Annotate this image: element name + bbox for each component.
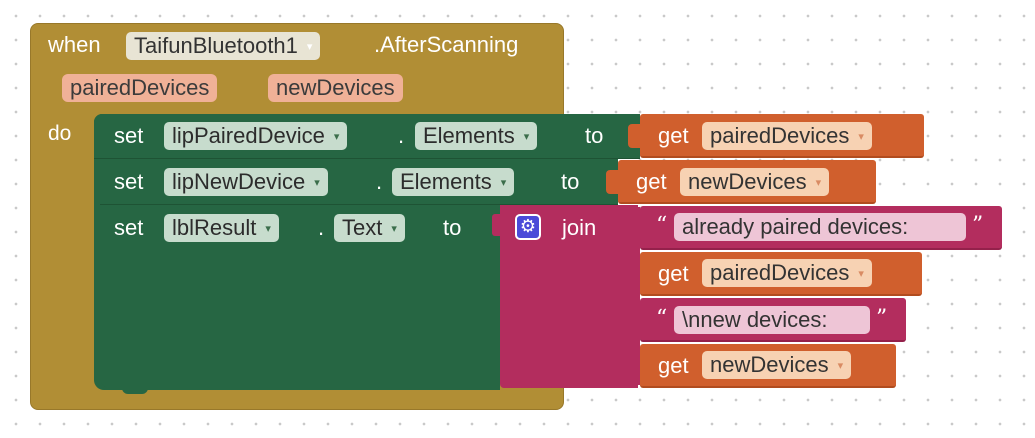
get-label: get [636, 169, 667, 194]
chevron-down-icon: ▾ [333, 131, 340, 144]
to-label: to [443, 215, 462, 240]
chevron-down-icon: ▾ [265, 223, 271, 236]
get-connector [628, 124, 640, 148]
component-dropdown-label: lipNewDevice [172, 169, 306, 194]
text-value-field[interactable]: already paired devices: [674, 213, 966, 241]
property-dropdown[interactable]: Elements ▾ [415, 122, 538, 150]
close-quote: ” [972, 213, 984, 238]
set-label: set [114, 123, 144, 148]
component-dropdown-label: TaifunBluetooth1 [134, 33, 298, 58]
join-label: join [562, 215, 597, 240]
get-label: get [658, 123, 689, 148]
open-quote: “ [656, 306, 668, 331]
variable-dropdown-label: newDevices [688, 169, 807, 194]
join-slot [626, 207, 640, 385]
param-label: newDevices [276, 75, 395, 100]
component-dropdown[interactable]: TaifunBluetooth1 ▾ [126, 32, 321, 60]
variable-dropdown-label: pairedDevices [710, 260, 850, 285]
join-connector [492, 214, 500, 236]
dot-label: . [376, 169, 383, 194]
chevron-down-icon: ▾ [858, 268, 864, 281]
do-label: do [48, 122, 72, 145]
chevron-down-icon: ▾ [815, 177, 822, 190]
set-label: set [114, 215, 144, 240]
param-label: pairedDevices [70, 75, 210, 100]
component-dropdown[interactable]: lblResult ▾ [164, 214, 279, 242]
stack-bottom-notch [122, 386, 148, 394]
dot-label: . [398, 123, 405, 148]
get-label: get [658, 353, 689, 378]
event-name-label: .AfterScanning [374, 32, 519, 57]
chevron-down-icon: ▾ [391, 223, 397, 236]
text-value: \nnew devices: [682, 307, 828, 332]
close-quote: ” [876, 306, 888, 331]
variable-dropdown[interactable]: newDevices ▾ [680, 168, 830, 196]
variable-dropdown[interactable]: newDevices ▾ [702, 351, 852, 379]
chevron-down-icon: ▾ [500, 177, 507, 190]
chevron-down-icon: ▾ [314, 177, 320, 190]
text-value: already paired devices: [682, 214, 909, 239]
dot-label: . [318, 215, 325, 240]
property-dropdown[interactable]: Elements ▾ [392, 168, 515, 196]
property-dropdown-label: Elements [423, 123, 515, 148]
property-dropdown-label: Elements [400, 169, 492, 194]
variable-dropdown-label: pairedDevices [710, 123, 850, 148]
to-label: to [561, 169, 580, 194]
param-paired-devices[interactable]: pairedDevices [62, 74, 218, 102]
property-dropdown[interactable]: Text ▾ [334, 214, 405, 242]
set-block-lblresult[interactable] [100, 205, 500, 388]
variable-dropdown-label: newDevices [710, 352, 829, 377]
variable-dropdown[interactable]: pairedDevices ▾ [702, 259, 872, 287]
component-dropdown[interactable]: lipPairedDevice ▾ [164, 122, 348, 150]
property-dropdown-label: Text [342, 215, 383, 240]
component-dropdown-label: lblResult [172, 215, 257, 240]
text-value-field[interactable]: \nnew devices: [674, 306, 870, 334]
chevron-down-icon: ▾ [858, 131, 864, 144]
open-quote: “ [656, 213, 668, 238]
chevron-down-icon: ▾ [306, 41, 313, 54]
param-new-devices[interactable]: newDevices [268, 74, 403, 102]
when-label: when [48, 32, 101, 57]
component-dropdown-label: lipPairedDevice [172, 123, 325, 148]
component-dropdown[interactable]: lipNewDevice ▾ [164, 168, 328, 196]
variable-dropdown[interactable]: pairedDevices ▾ [702, 122, 872, 150]
gear-icon[interactable]: ⚙ [515, 214, 541, 240]
chevron-down-icon: ▾ [837, 360, 844, 373]
get-block-newdevices[interactable] [618, 160, 876, 204]
get-label: get [658, 261, 689, 286]
set-label: set [114, 169, 144, 194]
get-connector [606, 170, 618, 194]
to-label: to [585, 123, 604, 148]
chevron-down-icon: ▾ [523, 131, 530, 144]
